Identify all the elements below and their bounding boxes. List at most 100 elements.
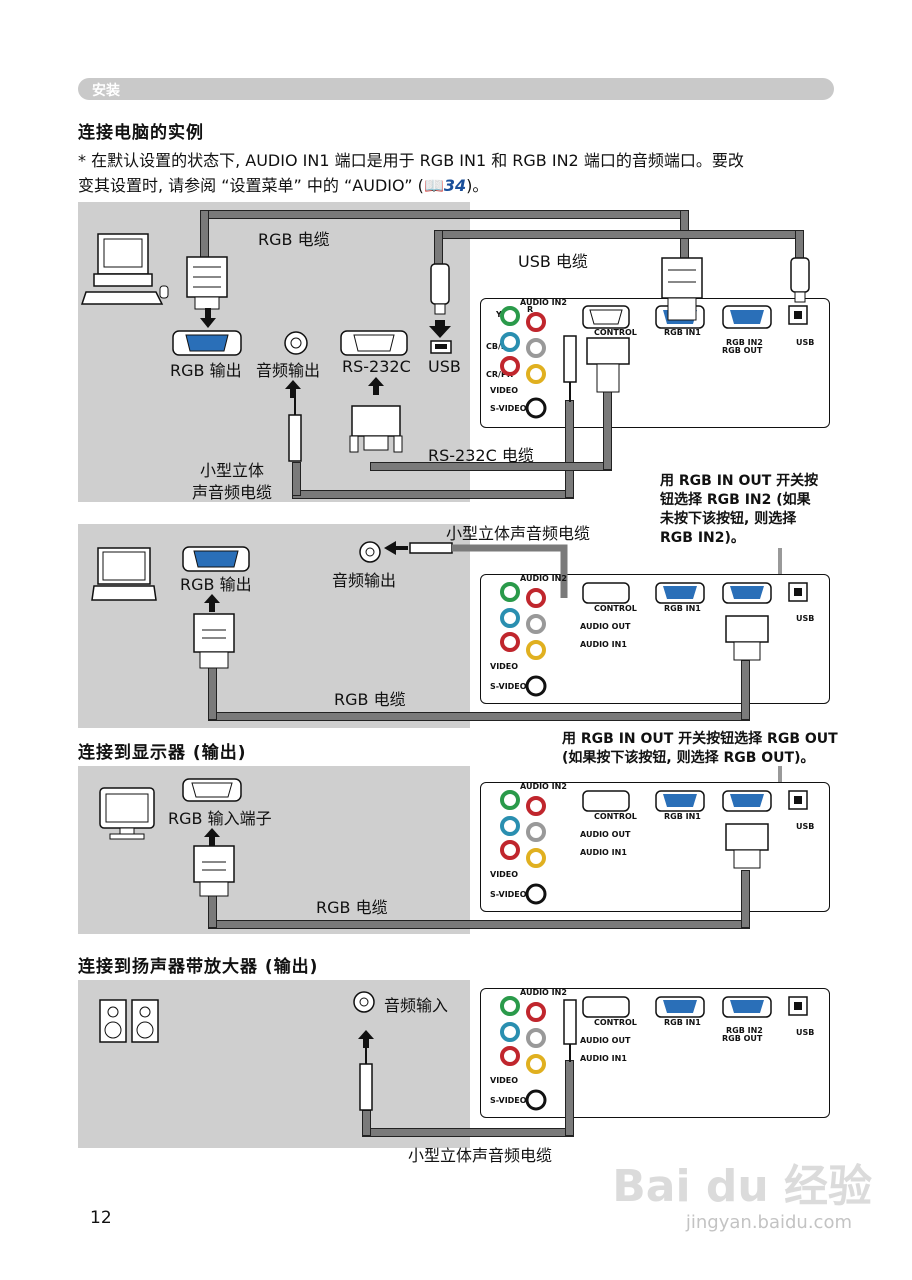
- arrow-up-icon: [204, 828, 220, 846]
- vga-plug-icon: [725, 823, 769, 869]
- rgb-cable-label: RGB 电缆: [334, 690, 406, 709]
- usb-b-port-icon: [788, 996, 808, 1016]
- control-port-icon: [582, 790, 630, 812]
- usb-label: USB: [428, 357, 461, 376]
- usb-plug-icon: [429, 263, 451, 338]
- audio-in2-label: AUDIO IN2: [520, 782, 567, 791]
- audio-in1-port-label: AUDIO IN1: [580, 848, 627, 857]
- rgb-cable-label: RGB 电缆: [258, 230, 330, 249]
- video-label: VIDEO: [490, 662, 519, 671]
- book-icon: 📖: [423, 176, 444, 195]
- callout-line: (如果按下该按钮, 则选择 RGB OUT)。: [562, 750, 815, 766]
- usb-port-label: USB: [796, 1028, 815, 1037]
- callout-line: 钮选择 RGB IN2 (如果: [660, 492, 811, 508]
- usb-cable-line: [434, 230, 796, 239]
- audio-out-port-label: AUDIO OUT: [580, 830, 631, 839]
- vga-plug-icon: [725, 615, 769, 661]
- callout-line: 未按下该按钮, 则选择: [660, 511, 797, 527]
- rgb-in2-label: RGB IN2: [726, 338, 763, 347]
- rgb-out-port-icon: [722, 582, 772, 604]
- mini-stereo-cable-icon: [384, 541, 568, 598]
- rgb-out-port-icon: [722, 790, 772, 812]
- audio-in1-port-label: AUDIO IN1: [580, 640, 627, 649]
- rgb-in2-port-icon: [722, 996, 772, 1018]
- usb-port-label: USB: [796, 822, 815, 831]
- av-jacks-icon: [500, 306, 547, 419]
- usb-b-port-icon: [788, 305, 808, 325]
- rgb-in2-port-icon: [722, 305, 772, 329]
- computer-icon: [80, 233, 169, 305]
- heading-speaker: 连接到扬声器带放大器 (输出): [78, 957, 319, 977]
- arrow-down-icon: [200, 308, 216, 328]
- callout-line: 用 RGB IN OUT 开关按钮选择 RGB OUT: [562, 731, 838, 747]
- rs232c-cable-line: [603, 390, 612, 470]
- rs232c-label: RS-232C: [342, 357, 411, 376]
- control-label: CONTROL: [594, 1018, 637, 1027]
- control-label: CONTROL: [594, 328, 637, 337]
- usb-b-port-icon: [788, 790, 808, 810]
- rgb-in1-port-icon: [655, 790, 705, 812]
- audio-jack-icon: [359, 541, 381, 563]
- cr-label: CR/PR: [486, 370, 513, 379]
- vga-plug-icon: [186, 256, 228, 310]
- svideo-label: S-VIDEO: [490, 682, 527, 691]
- rgb-cable-label: RGB 电缆: [316, 898, 388, 917]
- baidu-watermark: Bai du 经验: [612, 1161, 872, 1212]
- audio-out-label: 音频输出: [332, 571, 397, 590]
- audio-out-label: 音频输出: [256, 361, 321, 380]
- svideo-label: S-VIDEO: [490, 890, 527, 899]
- rgb-in2-label: RGB IN2: [726, 1026, 763, 1035]
- control-label: CONTROL: [594, 812, 637, 821]
- arrow-up-icon: [204, 594, 220, 612]
- audio-in-label: 音频输入: [384, 996, 449, 1015]
- serial-port-icon: [340, 330, 408, 356]
- rgb-in-terminal-label: RGB 输入端子: [168, 809, 272, 828]
- heading-pc-example: 连接电脑的实例: [78, 123, 204, 143]
- monitor-icon: [99, 787, 155, 840]
- y-label: Y: [496, 310, 502, 319]
- mini-stereo-cable-label: 小型立体声音频电缆: [446, 524, 591, 543]
- rgb-cable-line: [741, 660, 750, 720]
- audio-in2-label: AUDIO IN2: [520, 988, 567, 997]
- mini-stereo-label-line2: 声音频电缆: [192, 483, 273, 502]
- audio-cable-line: [292, 462, 301, 496]
- callout-line: 用 RGB IN OUT 开关按: [660, 473, 819, 489]
- serial-plug-icon: [586, 337, 630, 393]
- vga-port-icon: [182, 546, 250, 572]
- audio-in2-label: AUDIO IN2: [520, 574, 567, 583]
- rgb-in1-port-icon: [655, 996, 705, 1018]
- usb-port-label: USB: [796, 338, 815, 347]
- heading-monitor: 连接到显示器 (输出): [78, 743, 247, 763]
- av-jacks-icon: [500, 790, 547, 905]
- note-line-2: 变其设置时, 请参阅 “设置菜单” 中的 “AUDIO” (📖34)。: [78, 173, 838, 198]
- rgb-in1-label: RGB IN1: [664, 328, 701, 337]
- audio-jack-icon: [353, 991, 375, 1013]
- rgb-cable-line: [200, 210, 688, 219]
- vga-plug-icon: [661, 257, 703, 321]
- audio-plug-icon: [358, 1030, 374, 1111]
- vga-plug-icon: [193, 845, 235, 897]
- serial-port-icon: [182, 778, 242, 802]
- page-reference[interactable]: 34: [443, 176, 467, 195]
- usb-b-port-icon: [788, 582, 808, 602]
- section-tab-label: 安装: [92, 83, 120, 99]
- rgb-in1-label: RGB IN1: [664, 812, 701, 821]
- control-label: CONTROL: [594, 604, 637, 613]
- r-label: R: [527, 305, 534, 314]
- video-label: VIDEO: [490, 386, 519, 395]
- callout-line: RGB IN2)。: [660, 530, 745, 546]
- audio-cable-line: [292, 490, 574, 499]
- serial-plug-icon: [349, 405, 403, 453]
- usb-cable-label: USB 电缆: [518, 252, 588, 271]
- audio-cable-line: [565, 400, 574, 498]
- rgb-out-switch-label: RGB OUT: [722, 346, 763, 355]
- note-line-2-end: )。: [466, 176, 489, 195]
- rgb-cable-line: [208, 712, 750, 721]
- av-jacks-icon: [500, 996, 547, 1111]
- video-label: VIDEO: [490, 870, 519, 879]
- audio-out-port-label: AUDIO OUT: [580, 1036, 631, 1045]
- svideo-label: S-VIDEO: [490, 404, 527, 413]
- callout-rgb-out: 用 RGB IN OUT 开关按钮选择 RGB OUT (如果按下该按钮, 则选…: [562, 730, 838, 768]
- rgb-cable-line: [741, 870, 750, 928]
- rgb-in1-label: RGB IN1: [664, 1018, 701, 1027]
